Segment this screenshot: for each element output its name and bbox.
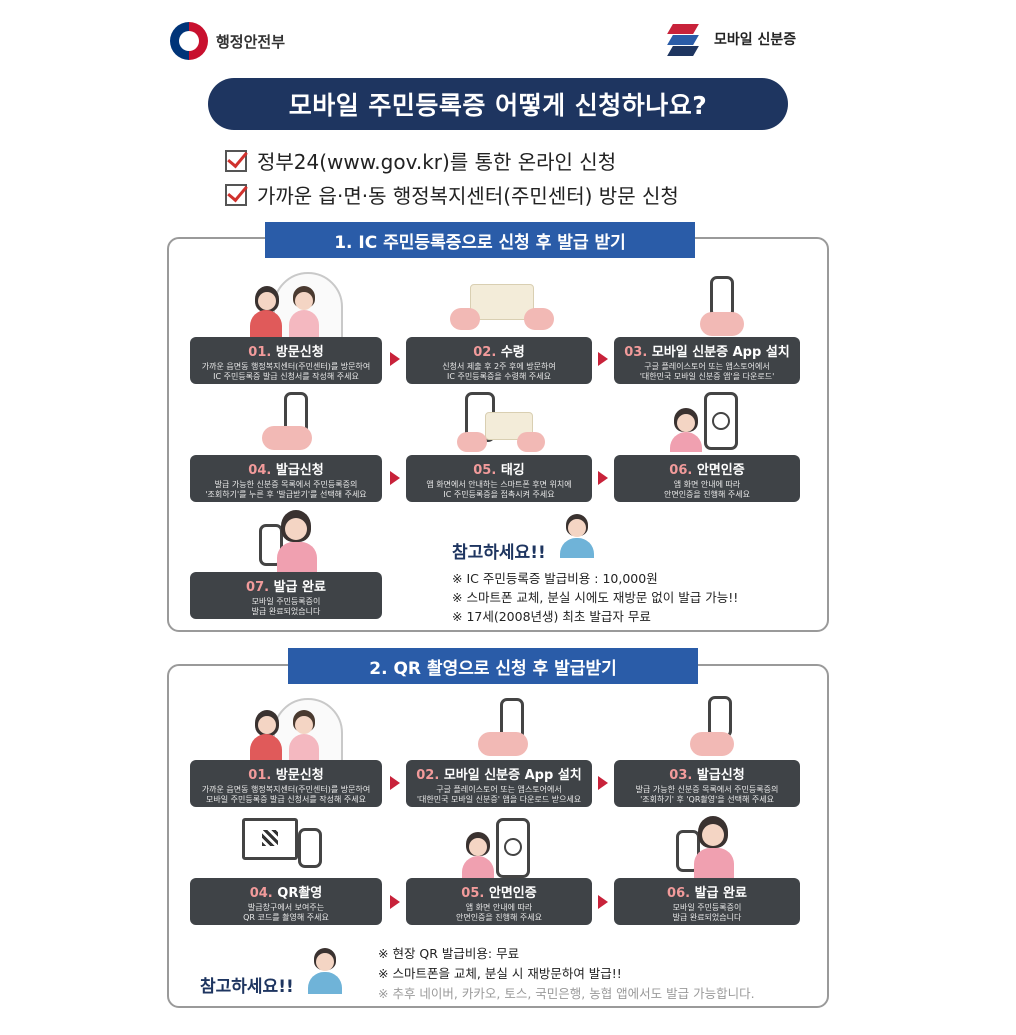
- note-line: ※ 현장 QR 발급비용: 무료: [378, 946, 520, 961]
- step-title: 발급신청: [696, 768, 745, 783]
- step-number: 06.: [669, 463, 693, 478]
- phone-select-illustration: [262, 390, 322, 456]
- section1-step-5: 05. 태깅 앱 화면에서 안내하는 스마트폰 후면 위치에 IC 주민등록증을…: [406, 455, 592, 502]
- issue-complete-illustration: [255, 508, 335, 574]
- face-auth-illustration: [462, 816, 542, 882]
- step-title: 모바일 신분증 App 설치: [443, 768, 582, 783]
- step-title: 모바일 신분증 App 설치: [651, 345, 790, 360]
- step-desc: 발급창구에서 보여주는 QR 코드를 촬영해 주세요: [243, 903, 329, 922]
- step-desc: 발급 가능한 신분증 목록에서 주민등록증의 '조회하기' 후 'QR촬영'을 …: [635, 785, 779, 804]
- face-auth-illustration: [668, 390, 748, 454]
- page-title: 모바일 주민등록증 어떻게 신청하나요?: [208, 78, 788, 130]
- step-number: 04.: [249, 886, 273, 901]
- step-desc: 신청서 제출 후 2주 후에 방문하여 IC 주민등록증을 수령해 주세요: [442, 362, 556, 381]
- step-desc: 가까운 읍면동 행정복지센터(주민센터)를 방문하여 모바일 주민등록증 발급 …: [201, 785, 371, 804]
- phone-select-illustration: [690, 694, 750, 760]
- visit-counter-illustration: [245, 696, 385, 762]
- arrow-right-icon: [390, 352, 400, 366]
- section1-step-3: 03. 모바일 신분증 App 설치 구글 플레이스토어 또는 앱스토어에서 '…: [614, 337, 800, 384]
- phone-install-illustration: [700, 272, 760, 338]
- step-title: 안면인증: [488, 886, 537, 901]
- step-number: 01.: [248, 345, 272, 360]
- step-number: 03.: [669, 768, 693, 783]
- section1-step-7: 07. 발급 완료 모바일 주민등록증이 발급 완료되었습니다: [190, 572, 382, 619]
- guide-person-illustration: [306, 948, 346, 996]
- check-item-label: 가까운 읍·면·동 행정복지센터(주민센터) 방문 신청: [257, 184, 679, 208]
- section2-step-2: 02. 모바일 신분증 App 설치 구글 플레이스토어 또는 앱스토어에서 '…: [406, 760, 592, 807]
- ministry-logo: 행정안전부: [170, 22, 285, 60]
- checkbox-checked-icon: [225, 183, 247, 206]
- note-line: ※ 추후 네이버, 카카오, 토스, 국민은행, 농협 앱에서도 발급 가능합니…: [378, 986, 755, 1001]
- brand-logo: 모바일 신분증: [662, 22, 796, 56]
- step-desc: 모바일 주민등록증이 발급 완료되었습니다: [672, 903, 742, 922]
- step-desc: 앱 화면 안내에 따라 안면인증을 진행해 주세요: [455, 903, 543, 922]
- step-number: 03.: [624, 345, 648, 360]
- id-card-receive-illustration: [448, 278, 558, 336]
- note-title: 참고하세요!!: [452, 543, 546, 563]
- step-number: 07.: [246, 580, 270, 595]
- step-number: 01.: [248, 768, 272, 783]
- step-desc: 가까운 읍면동 행정복지센터(주민센터)를 방문하여 IC 주민등록증 발급 신…: [201, 362, 371, 381]
- note-line: ※ 17세(2008년생) 최초 발급자 무료: [452, 609, 651, 624]
- step-desc: 모바일 주민등록증이 발급 완료되었습니다: [251, 597, 321, 616]
- arrow-right-icon: [598, 776, 608, 790]
- step-desc: 앱 화면에서 안내하는 스마트폰 후면 위치에 IC 주민등록증을 접촉시켜 주…: [426, 480, 572, 499]
- note-line: ※ 스마트폰을 교체, 분실 시 재방문하여 발급!!: [378, 966, 622, 981]
- section2-step-5: 05. 안면인증 앱 화면 안내에 따라 안면인증을 진행해 주세요: [406, 878, 592, 925]
- arrow-right-icon: [390, 895, 400, 909]
- note-line: ※ IC 주민등록증 발급비용 : 10,000원: [452, 571, 658, 586]
- mobile-id-logo-icon: [662, 22, 706, 56]
- step-title: 발급 완료: [694, 886, 747, 901]
- check-item-online: 정부24(www.gov.kr)를 통한 온라인 신청: [225, 146, 616, 175]
- note-title: 참고하세요!!: [200, 977, 294, 997]
- section1-step-1: 01. 방문신청 가까운 읍면동 행정복지센터(주민센터)를 방문하여 IC 주…: [190, 337, 382, 384]
- arrow-right-icon: [390, 776, 400, 790]
- arrow-right-icon: [598, 352, 608, 366]
- issue-complete-illustration: [672, 814, 752, 880]
- taegeuk-icon: [170, 22, 208, 60]
- note-line: ※ 스마트폰 교체, 분실 시에도 재방문 없이 발급 가능!!: [452, 590, 739, 605]
- step-desc: 구글 플레이스토어 또는 앱스토어에서 '대한민국 모바일 신분증 앱'을 다운…: [639, 362, 775, 381]
- section2-step-3: 03. 발급신청 발급 가능한 신분증 목록에서 주민등록증의 '조회하기' 후…: [614, 760, 800, 807]
- section2-step-1: 01. 방문신청 가까운 읍면동 행정복지센터(주민센터)를 방문하여 모바일 …: [190, 760, 382, 807]
- step-number: 05.: [461, 886, 485, 901]
- section2-step-6: 06. 발급 완료 모바일 주민등록증이 발급 완료되었습니다: [614, 878, 800, 925]
- step-number: 02.: [416, 768, 440, 783]
- visit-counter-illustration: [245, 270, 385, 342]
- phone-install-illustration: [478, 696, 538, 760]
- section-qr-ribbon: 2. QR 촬영으로 신청 후 발급받기: [288, 648, 698, 684]
- step-title: 발급신청: [275, 463, 324, 478]
- step-number: 04.: [248, 463, 272, 478]
- step-desc: 발급 가능한 신분증 목록에서 주민등록증의 '조회하기'를 누른 후 '발급받…: [205, 480, 367, 499]
- step-number: 02.: [473, 345, 497, 360]
- nfc-tagging-illustration: [455, 390, 545, 454]
- step-desc: 앱 화면 안내에 따라 안면인증을 진행해 주세요: [663, 480, 751, 499]
- section-ic-ribbon: 1. IC 주민등록증으로 신청 후 발급 받기: [265, 222, 695, 258]
- arrow-right-icon: [598, 895, 608, 909]
- check-item-visit: 가까운 읍·면·동 행정복지센터(주민센터) 방문 신청: [225, 180, 679, 209]
- ministry-name: 행정안전부: [216, 32, 286, 51]
- arrow-right-icon: [390, 471, 400, 485]
- checkbox-checked-icon: [225, 149, 247, 172]
- step-title: 발급 완료: [273, 580, 326, 595]
- step-title: 방문신청: [275, 768, 324, 783]
- guide-person-illustration: [558, 514, 598, 558]
- qr-scan-illustration: [240, 816, 330, 872]
- section1-step-4: 04. 발급신청 발급 가능한 신분증 목록에서 주민등록증의 '조회하기'를 …: [190, 455, 382, 502]
- step-title: 태깅: [500, 463, 525, 478]
- step-title: QR촬영: [277, 886, 323, 901]
- section1-step-6: 06. 안면인증 앱 화면 안내에 따라 안면인증을 진행해 주세요: [614, 455, 800, 502]
- step-number: 06.: [667, 886, 691, 901]
- check-item-label: 정부24(www.gov.kr)를 통한 온라인 신청: [257, 150, 617, 174]
- brand-name: 모바일 신분증: [714, 32, 797, 48]
- section1-step-2: 02. 수령 신청서 제출 후 2주 후에 방문하여 IC 주민등록증을 수령해…: [406, 337, 592, 384]
- step-title: 안면인증: [696, 463, 745, 478]
- section2-step-4: 04. QR촬영 발급창구에서 보여주는 QR 코드를 촬영해 주세요: [190, 878, 382, 925]
- step-number: 05.: [473, 463, 497, 478]
- arrow-right-icon: [598, 471, 608, 485]
- step-title: 수령: [500, 345, 525, 360]
- step-desc: 구글 플레이스토어 또는 앱스토어에서 '대한민국 모바일 신분증' 앱을 다운…: [416, 785, 582, 804]
- step-title: 방문신청: [275, 345, 324, 360]
